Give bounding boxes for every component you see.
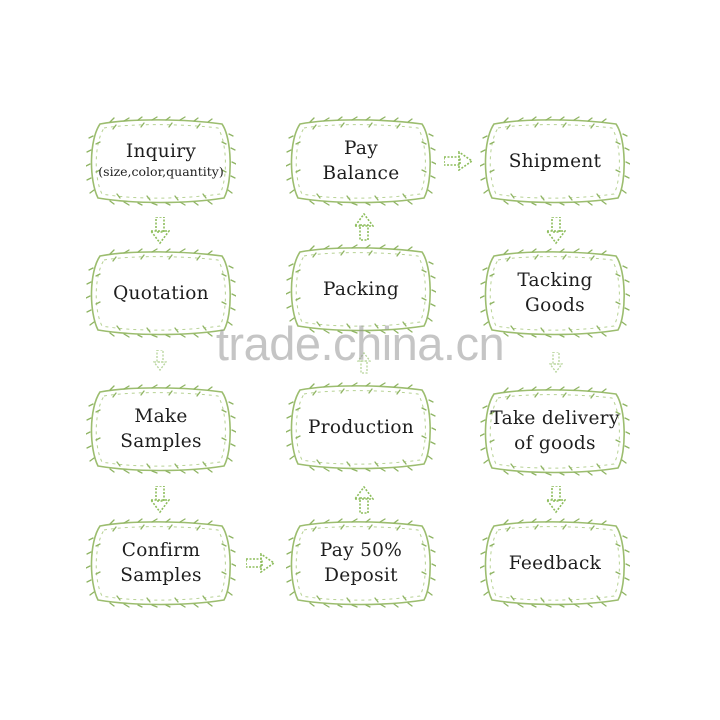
step-inquiry-label: Inquiry (size,color,quantity) xyxy=(98,114,223,205)
step-shipment-label: Shipment xyxy=(508,150,602,172)
step-quotation: Quotation xyxy=(86,248,236,338)
arrow-up-icon xyxy=(357,352,371,374)
arrow-up-icon xyxy=(354,213,374,241)
step-inquiry-detail: (size,color,quantity) xyxy=(98,163,224,179)
step-shipment: Shipment xyxy=(480,116,630,206)
arrow-down-icon xyxy=(150,217,170,245)
step-make-samples-label: Make Samples xyxy=(120,406,202,452)
arrow-down-icon xyxy=(546,217,566,245)
step-confirm-samples: Confirm Samples xyxy=(86,518,236,608)
step-packing: Packing xyxy=(286,244,436,334)
arrow-up-icon xyxy=(354,486,374,514)
arrow-right-icon xyxy=(246,553,276,573)
arrow-right-icon xyxy=(444,151,474,171)
step-tacking-goods: Tacking Goods xyxy=(480,248,630,338)
step-pay-deposit: Pay 50% Deposit xyxy=(286,518,436,608)
step-inquiry: Inquiry (size,color,quantity) xyxy=(86,116,236,206)
step-production-label: Production xyxy=(308,416,414,438)
step-pay-balance: Pay Balance xyxy=(286,116,436,206)
arrow-down-icon xyxy=(546,486,566,514)
step-feedback-label: Feedback xyxy=(508,552,602,574)
arrow-down-icon xyxy=(549,352,563,374)
step-feedback: Feedback xyxy=(480,518,630,608)
step-quotation-label: Quotation xyxy=(113,282,209,304)
step-pay-balance-label: Pay Balance xyxy=(322,138,400,184)
step-make-samples: Make Samples xyxy=(86,384,236,474)
step-packing-label: Packing xyxy=(323,278,399,300)
step-inquiry-title: Inquiry xyxy=(125,140,197,162)
watermark: trade.china.cn xyxy=(215,317,505,370)
step-tacking-goods-label: Tacking Goods xyxy=(517,270,593,316)
step-take-delivery-label: Take delivery of goods xyxy=(490,408,620,454)
step-production: Production xyxy=(286,382,436,472)
step-take-delivery: Take delivery of goods xyxy=(480,386,630,476)
step-pay-deposit-label: Pay 50% Deposit xyxy=(319,540,403,586)
arrow-down-icon xyxy=(153,350,167,372)
arrow-down-icon xyxy=(150,486,170,514)
step-confirm-samples-label: Confirm Samples xyxy=(120,540,202,586)
